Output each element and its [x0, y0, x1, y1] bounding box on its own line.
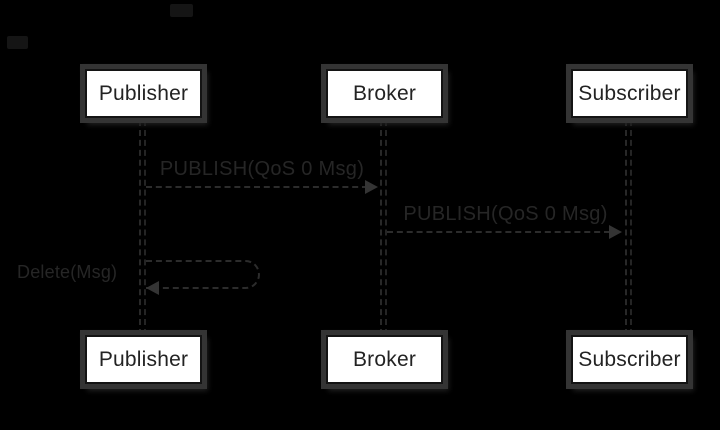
message-label-publish-to-broker: PUBLISH(QoS 0 Msg): [159, 158, 365, 180]
message-label-delete-msg: Delete(Msg): [17, 262, 118, 282]
participant-box-publisher-top: Publisher: [85, 69, 202, 118]
arrowhead-right-icon: [609, 225, 622, 239]
self-message-loop: [146, 260, 260, 289]
participant-box-broker-top: Broker: [326, 69, 443, 118]
participant-label: Subscriber: [578, 347, 681, 371]
arrowhead-right-icon: [365, 180, 378, 194]
participant-box-publisher-bottom: Publisher: [85, 335, 202, 384]
participant-label: Broker: [352, 347, 417, 371]
dark-chip: [170, 4, 193, 17]
message-line-publish-to-subscriber: [387, 231, 610, 233]
participant-label: Broker: [352, 81, 417, 105]
lifeline-broker: [380, 120, 387, 335]
participant-label: Publisher: [98, 347, 189, 371]
participant-box-broker-bottom: Broker: [326, 335, 443, 384]
message-label-publish-to-subscriber: PUBLISH(QoS 0 Msg): [403, 203, 608, 225]
participant-box-subscriber-bottom: Subscriber: [571, 335, 688, 384]
participant-label: Publisher: [98, 81, 189, 105]
participant-label: Subscriber: [578, 81, 681, 105]
message-line-publish-to-broker: [146, 186, 368, 188]
arrowhead-left-icon: [146, 281, 159, 295]
lifeline-publisher: [139, 120, 146, 335]
lifeline-subscriber: [625, 120, 632, 335]
dark-chip: [7, 36, 28, 49]
participant-box-subscriber-top: Subscriber: [571, 69, 688, 118]
